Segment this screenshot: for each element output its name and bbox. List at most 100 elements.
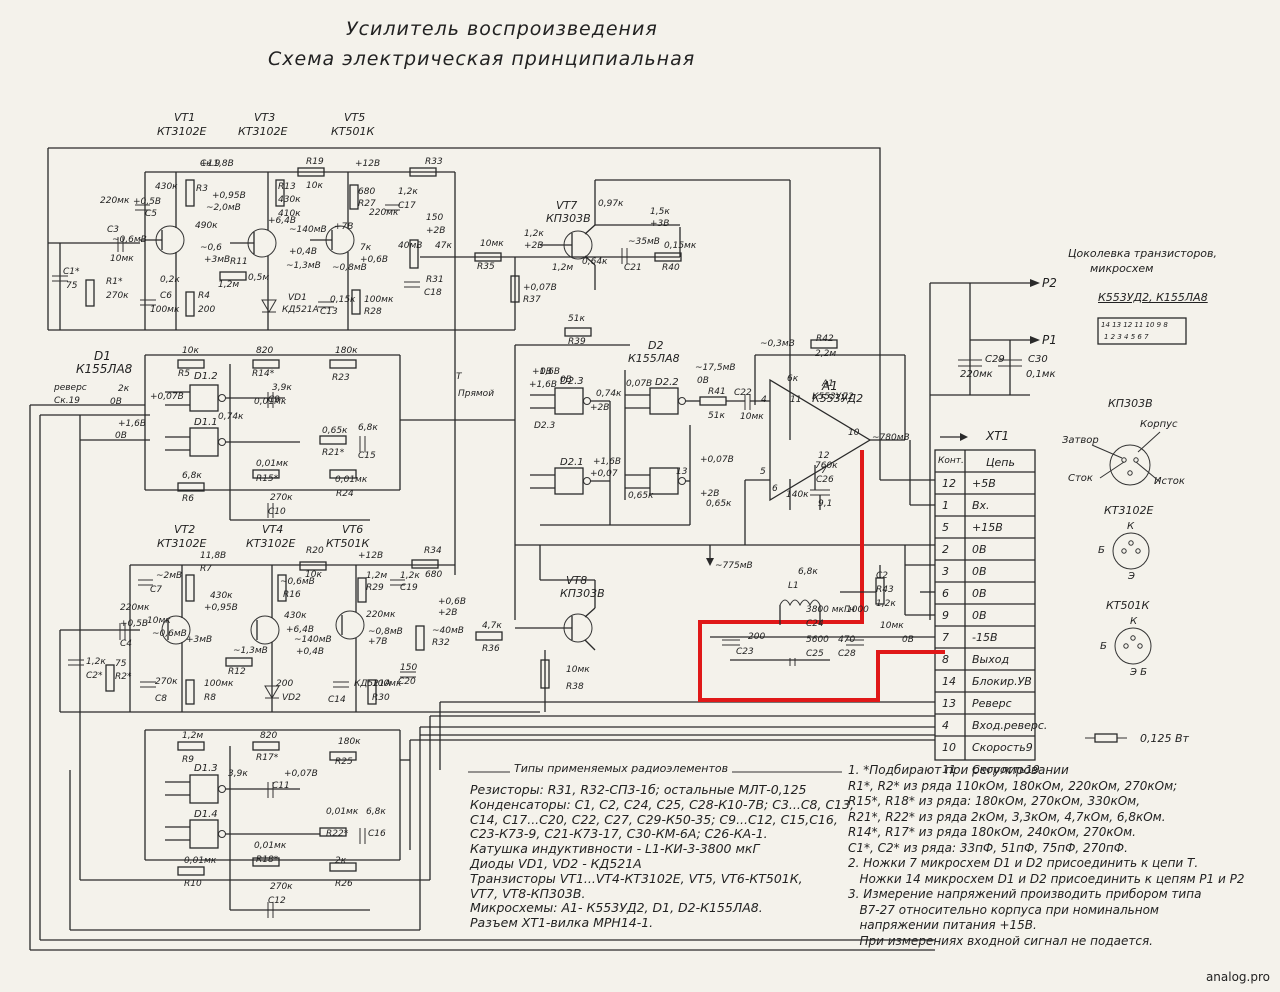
component-label: 3,9к xyxy=(272,383,292,393)
pinout-ic-name: К553УД2, К155ЛА8 xyxy=(1098,291,1208,304)
notes-text: 1. *Подбирают при регулировании R1*, R2*… xyxy=(848,763,1245,948)
title-line-1: Усилитель воспроизведения xyxy=(346,18,658,40)
component-label: 100мк xyxy=(364,295,394,305)
connector-circuit: Блокир.УВ xyxy=(972,675,1032,688)
component-label: 10мк xyxy=(147,616,171,626)
pinout-kp303: КП303В xyxy=(1108,397,1153,410)
component-label: +0,07В xyxy=(150,392,184,402)
component-label: R21* xyxy=(322,448,345,458)
component-label: Т xyxy=(456,372,462,382)
pinout-ic-top-pins: 14 13 12 11 10 9 8 xyxy=(1101,321,1168,329)
component-label: 270к xyxy=(270,882,293,892)
connector-head-circuit: Цепь xyxy=(986,456,1015,469)
component-label: 470 xyxy=(838,635,856,645)
component-label: C10 xyxy=(268,507,286,517)
component-label: R4 xyxy=(198,291,210,301)
component-label: 220мк xyxy=(366,610,396,620)
component-label: +0,95В xyxy=(212,191,246,201)
component-label: R8 xyxy=(204,693,216,703)
component-label: VD2 xyxy=(282,693,301,703)
component-label: +2В xyxy=(700,489,720,499)
c30-value: 0,1мк xyxy=(1026,369,1056,380)
component-label: 680 xyxy=(358,187,376,197)
component-label: ~0,8мВ xyxy=(332,263,367,273)
c30-label: C30 xyxy=(1028,354,1048,365)
component-label: R37 xyxy=(523,295,541,305)
component-label: C9 xyxy=(268,395,281,405)
component-label: C20 xyxy=(398,677,416,687)
component-label: 1,2к xyxy=(524,229,544,239)
types-heading: Типы применяемых радиоэлементов xyxy=(510,763,733,774)
component-label: 0,01мк xyxy=(254,841,287,851)
component-label: 1,2к xyxy=(398,187,418,197)
component-label: C1* xyxy=(63,267,80,277)
component-label: 820 xyxy=(256,346,274,356)
component-label: 6,8к xyxy=(798,567,818,577)
component-label: R34 xyxy=(424,546,442,556)
pinout-kt3102-b: Б xyxy=(1098,545,1105,556)
component-label: ~40мВ xyxy=(432,626,464,636)
component-label: 410к xyxy=(278,209,301,219)
component-label: R41 xyxy=(708,387,726,397)
connector-pin: 3 xyxy=(942,565,949,578)
component-label: 6 xyxy=(772,484,778,494)
component-label: 0,5м xyxy=(248,273,270,283)
component-label: 1,2к xyxy=(86,657,106,667)
vt8-type: КП303В xyxy=(560,587,605,600)
title-line-2: Схема электрическая принципиальная xyxy=(268,48,696,70)
connector-circuit: 0В xyxy=(972,565,987,578)
component-label: 2к xyxy=(335,856,347,866)
vt3-label: VT3 xyxy=(254,111,276,124)
component-label: R31 xyxy=(426,275,444,285)
component-label: +0,5В xyxy=(133,197,162,207)
vt1-label: VT1 xyxy=(174,111,196,124)
c29-value: 220мк xyxy=(960,369,993,380)
connector-name: ХТ1 xyxy=(986,429,1010,443)
component-label: +0,4В xyxy=(296,647,325,657)
pinout-kt3102-e: Э xyxy=(1128,571,1135,582)
component-label: +1,6В xyxy=(593,457,622,467)
d12-label: D1.2 xyxy=(194,371,218,382)
component-label: 2,2м xyxy=(815,349,837,359)
component-label: R38 xyxy=(566,682,584,692)
component-label: 0В xyxy=(115,431,127,441)
d1-label: D1 xyxy=(94,349,111,363)
component-label: R18* xyxy=(256,855,279,865)
component-label: 1,2м xyxy=(218,280,240,290)
component-label: R13 xyxy=(278,182,296,192)
component-label: +7В xyxy=(334,222,354,232)
connector-circuit: +5В xyxy=(972,477,996,490)
component-label: Ск.9 xyxy=(200,159,221,169)
pinout-kt501: КТ501К xyxy=(1106,599,1150,612)
component-label: 1,2м xyxy=(182,731,204,741)
component-label: +2В xyxy=(438,608,458,618)
component-label: 0,74к xyxy=(218,412,244,422)
component-label: 180к xyxy=(335,346,358,356)
vt5-type: КТ501К xyxy=(331,125,375,138)
component-label: 10мк xyxy=(566,665,590,675)
component-label: R6 xyxy=(182,494,194,504)
d23-label: D2.3 xyxy=(560,376,584,387)
component-label: 10к xyxy=(305,570,322,580)
component-label: 2к xyxy=(118,384,130,394)
component-label: C7 xyxy=(150,585,163,595)
connector-pin: 10 xyxy=(942,741,956,754)
component-label: ~0,6мВ xyxy=(112,235,147,245)
vt6-type: КТ501К xyxy=(326,537,370,550)
connector-circuit: 0В xyxy=(972,587,987,600)
component-label: R19 xyxy=(306,157,324,167)
component-label: C17 xyxy=(398,201,416,211)
component-label: R25 xyxy=(335,757,353,767)
connector-pin: 4 xyxy=(942,719,949,732)
component-label: 3800 мкГн xyxy=(806,605,855,615)
component-label: +0,07В xyxy=(700,455,734,465)
component-label: 0,65к xyxy=(706,499,732,509)
component-label: R2* xyxy=(115,672,132,682)
connector-pin: 5 xyxy=(942,521,949,534)
vt3-type: КТ3102Е xyxy=(238,125,288,138)
component-label: D2.3 xyxy=(534,421,556,431)
vt1-type: КТ3102Е xyxy=(157,125,207,138)
component-label: ~35мВ xyxy=(628,237,660,247)
